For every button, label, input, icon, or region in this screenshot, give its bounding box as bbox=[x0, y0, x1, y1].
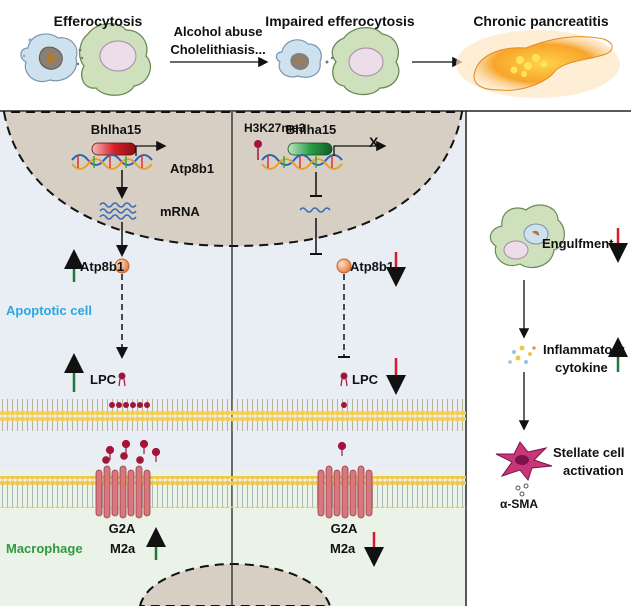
apoptotic-cell-small-icon bbox=[275, 39, 322, 78]
left-g2a-receptor bbox=[95, 452, 151, 519]
macrophage-label: Macrophage bbox=[6, 541, 83, 556]
inflammatory-line2: cytokine bbox=[555, 360, 608, 375]
apoptotic-cell-icon bbox=[20, 33, 78, 83]
macrophage-nucleus bbox=[138, 562, 332, 606]
left-membrane-lpc-cluster bbox=[109, 402, 150, 408]
middle-g2a-label: G2A bbox=[330, 521, 358, 536]
middle-inhibit-transcription bbox=[310, 172, 322, 197]
middle-inhibit-dashed bbox=[338, 274, 350, 358]
macrophage-membrane bbox=[0, 476, 466, 508]
left-mrna-label: mRNA bbox=[160, 204, 200, 219]
left-m2a-label: M2a bbox=[110, 541, 136, 556]
apoptotic-membrane bbox=[0, 399, 466, 431]
right-panel-bg bbox=[466, 112, 631, 606]
middle-atp8b1-label: Atp8b1 bbox=[350, 259, 395, 274]
inflammatory-line1: Inflammatory bbox=[543, 342, 625, 357]
middle-m2a-label: M2a bbox=[330, 541, 356, 556]
stellate-line1: Stellate cell bbox=[553, 445, 625, 460]
middle-gene-label: Bhlha15 bbox=[285, 122, 337, 137]
middle-gene-promoter bbox=[254, 140, 387, 170]
left-gene-label: Bhlha15 bbox=[90, 122, 142, 137]
engulfment-label: Engulfment bbox=[542, 236, 614, 251]
left-g2a-label: G2A bbox=[108, 521, 136, 536]
alpha-sma-label: α-SMA bbox=[500, 497, 539, 511]
stellate-line2: activation bbox=[563, 463, 624, 478]
pancreas-icon bbox=[456, 30, 620, 98]
middle-inhibit-translation bbox=[310, 218, 322, 255]
middle-atp8b1-protein-icon bbox=[336, 258, 352, 274]
causes-line1: Alcohol abuse bbox=[173, 24, 263, 39]
middle-released-lpc bbox=[337, 441, 347, 456]
left-target-label: Atp8b1 bbox=[170, 161, 215, 176]
chronic-pancreatitis-label: Chronic pancreatitis bbox=[473, 13, 609, 29]
cytokine-icon bbox=[508, 345, 536, 364]
left-mrna-icon bbox=[99, 202, 137, 220]
left-gene-promoter bbox=[71, 140, 167, 170]
top-band bbox=[20, 23, 620, 98]
causes-line2: Cholelithiasis... bbox=[170, 42, 266, 57]
efferocytosis-label: Efferocytosis bbox=[53, 13, 143, 29]
left-lpc-icon bbox=[118, 372, 126, 387]
engulfment-macrophage-icon bbox=[489, 204, 565, 269]
impaired-label: Impaired efferocytosis bbox=[265, 13, 415, 29]
macrophage-icon bbox=[76, 23, 151, 96]
middle-membrane-lpc bbox=[341, 402, 347, 408]
apoptotic-cell-label: Apoptotic cell bbox=[6, 303, 92, 318]
middle-lpc-label: LPC bbox=[352, 372, 378, 387]
histone-mark-label: H3K27me3 bbox=[244, 121, 306, 135]
middle-block-x: X bbox=[369, 134, 379, 150]
middle-mrna-icon bbox=[299, 207, 331, 213]
left-atp8b1-protein-icon bbox=[114, 258, 130, 274]
middle-g2a-receptor bbox=[317, 465, 373, 519]
macrophage-small-icon bbox=[331, 27, 400, 96]
left-lpc-label: LPC bbox=[90, 372, 116, 387]
stellate-cell-icon bbox=[495, 441, 553, 497]
middle-lpc-icon bbox=[340, 372, 348, 387]
left-atp8b1-label: Atp8b1 bbox=[80, 259, 125, 274]
